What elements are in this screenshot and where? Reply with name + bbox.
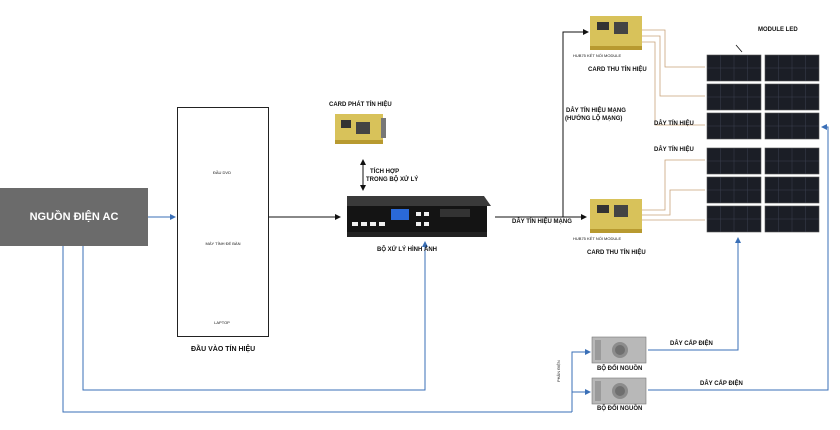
- ac-power-source: NGUỒN ĐIỆN AC: [0, 188, 148, 246]
- ac-power-label: NGUỒN ĐIỆN AC: [29, 211, 119, 223]
- power-supply-1-image: [591, 336, 647, 364]
- network-cable-vertical-line1: DÂY TÍN HIỆU MẠNG: [566, 108, 626, 114]
- power-supply-2-label: BỘ ĐỔI NGUỒN: [597, 406, 643, 412]
- signal-wire-label-2: DÂY TÍN HIỆU: [654, 147, 694, 153]
- power-supply-2-image: [591, 377, 647, 405]
- desktop-label: MÁY TÍNH ĐỂ BÀN: [205, 241, 241, 246]
- led-module-grid: [706, 54, 820, 233]
- power-supply-1-label: BỘ ĐỔI NGUỒN: [597, 366, 643, 372]
- network-cable-vertical-line2: (HƯỚNG LỘ MẠNG): [565, 116, 623, 122]
- psu1-to-led-wire: [648, 237, 741, 351]
- power-branch-label: PHÂN ĐIỆN: [556, 360, 561, 382]
- power-cable-label-1: DÂY CẤP ĐIỆN: [670, 341, 713, 347]
- signal-inputs-title: ĐẦU VÀO TÍN HIỆU: [191, 346, 256, 353]
- network-cable-label: DÂY TÍN HIỆU MẠNG: [512, 219, 572, 225]
- ac-to-processor-wire: [82, 241, 428, 391]
- integration-note-line1: TÍCH HỢP: [370, 169, 400, 175]
- dvd-label: ĐẦU DVD: [212, 170, 231, 175]
- laptop-label: LAPTOP: [214, 320, 230, 325]
- sender-card-label: CARD PHÁT TÍN HIỆU: [329, 102, 392, 108]
- power-cable-label-2: DÂY CẤP ĐIỆN: [700, 381, 743, 387]
- ac-to-psu-wire: [62, 246, 572, 413]
- receiving-card-bottom-port-caption: HUB75 KẾT NỐI MODULE: [573, 236, 622, 241]
- receiving-card-top-port-caption: HUB75 KẾT NỐI MODULE: [573, 53, 622, 58]
- receiving-card-top-image: [590, 16, 642, 50]
- integration-note-line2: TRONG BỘ XỬ LÝ: [366, 177, 419, 183]
- receiving-card-top-label: CARD THU TÍN HIỆU: [588, 67, 647, 73]
- sender-card-image: [335, 114, 386, 144]
- signal-input-frame: [177, 107, 269, 337]
- video-processor-image: [347, 196, 491, 237]
- module-signal-wires: [640, 29, 705, 221]
- psu2-to-led-wire: [648, 124, 829, 391]
- receiving-card-bottom-label: CARD THU TÍN HIỆU: [587, 250, 646, 256]
- signal-wire-label-1: DÂY TÍN HIỆU: [654, 121, 694, 127]
- video-processor-label: BỘ XỬ LÝ HÌNH ẢNH: [377, 247, 437, 253]
- receiving-card-bottom-image: [590, 199, 642, 233]
- led-module-label: MODULE LED: [758, 27, 798, 33]
